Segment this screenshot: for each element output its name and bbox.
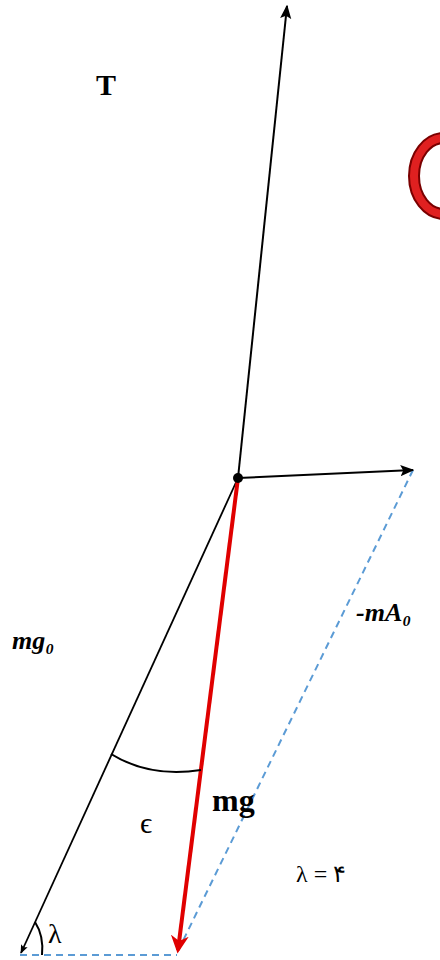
dashed-line (20, 954, 177, 956)
force-label: -mA₀ (356, 600, 411, 626)
force-label: mg₀ (12, 628, 54, 654)
force-label: T (96, 70, 116, 100)
effective-gravity-arrow (178, 478, 238, 950)
angle-value: λ = ۴ (296, 862, 346, 886)
gravity-arrow (21, 478, 238, 953)
ring-shape (414, 138, 440, 214)
ring-shape (414, 138, 440, 214)
force-label: mg (212, 784, 255, 816)
angle-arc (35, 922, 42, 955)
inertial-force-arrow (238, 470, 413, 478)
tension-arrow (238, 6, 287, 478)
dashed-line (177, 470, 413, 953)
bob-dot (233, 473, 243, 483)
angle-label: λ (48, 920, 62, 948)
angle-label: ϵ (140, 808, 152, 838)
angle-arc (111, 754, 201, 772)
